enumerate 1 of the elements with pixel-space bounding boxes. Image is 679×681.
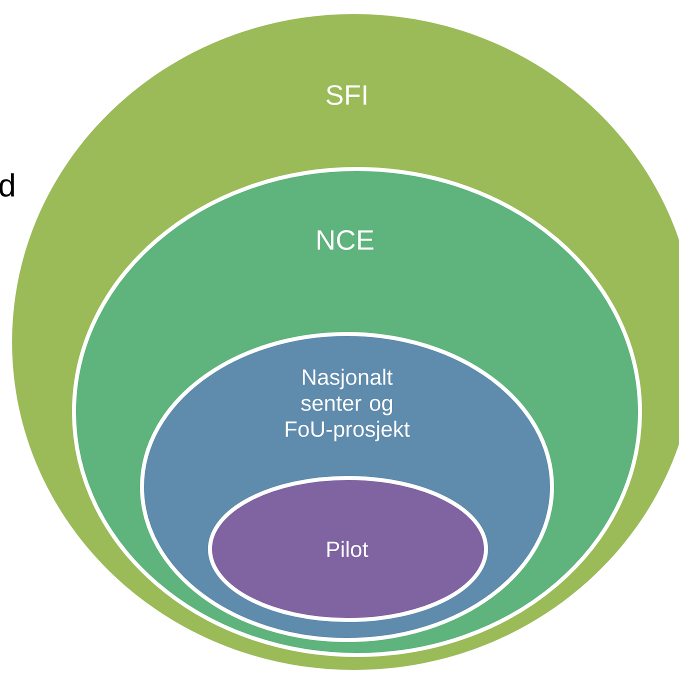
text-fragment: d bbox=[0, 173, 14, 197]
